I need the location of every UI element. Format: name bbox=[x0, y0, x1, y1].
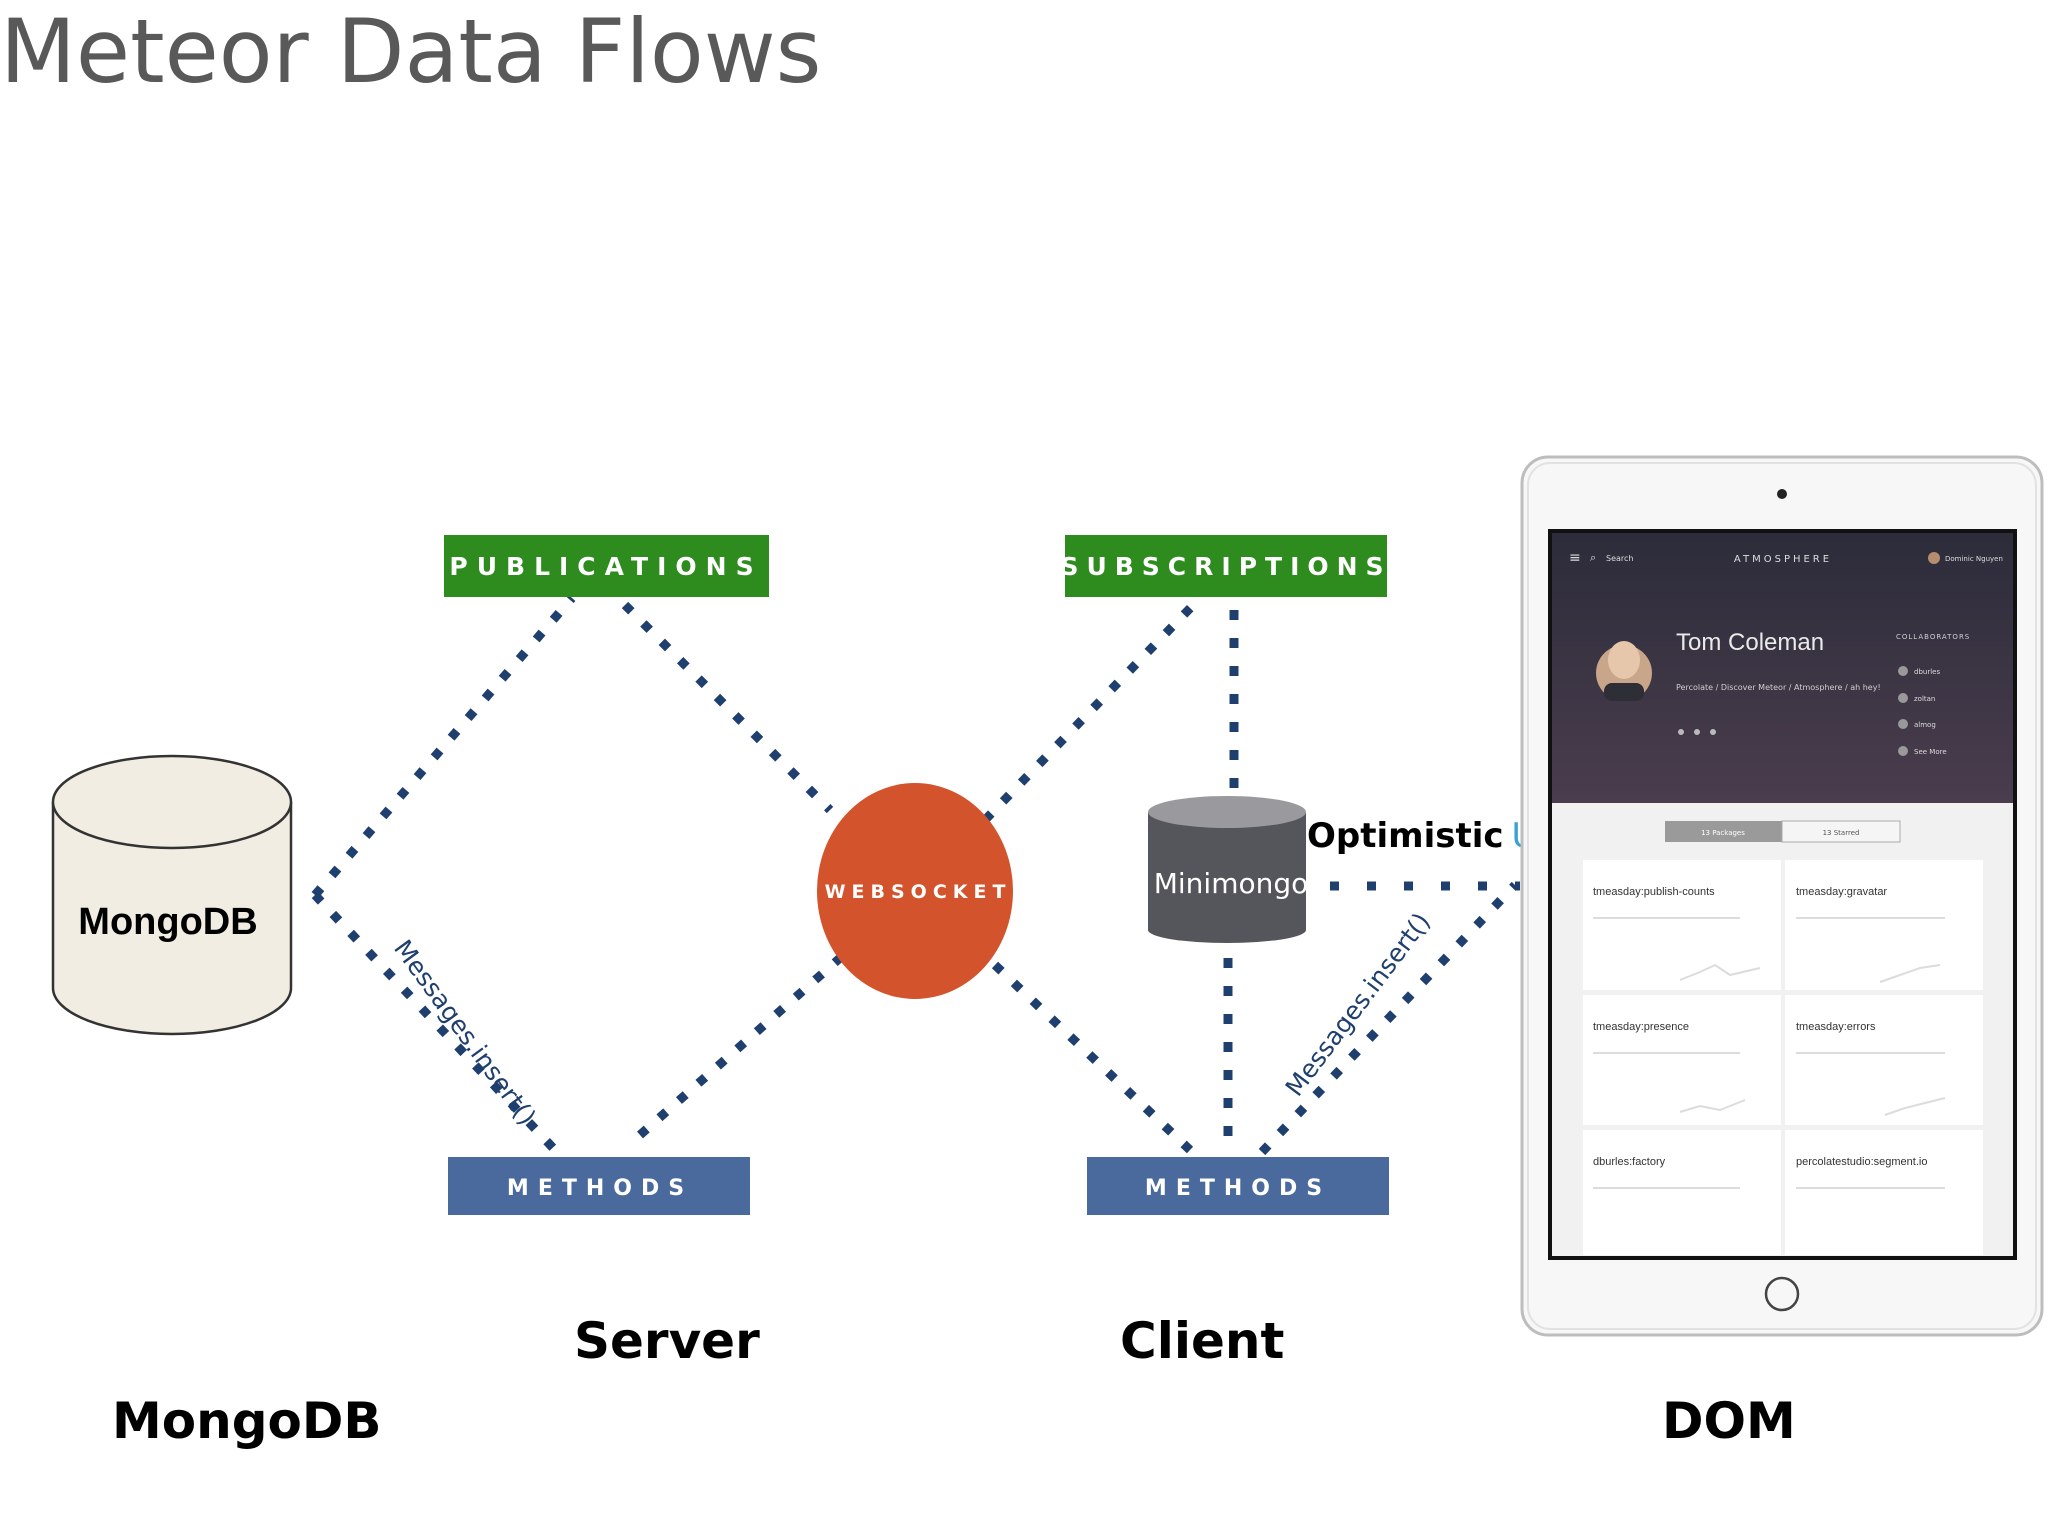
package-name: tmeasday:publish-counts bbox=[1593, 886, 1715, 898]
package-card[interactable] bbox=[1785, 860, 1983, 990]
tab-starred-label: 13 Starred bbox=[1823, 829, 1860, 837]
tab-starred[interactable] bbox=[1781, 820, 1901, 843]
slide-title: Meteor Data Flows bbox=[0, 0, 822, 103]
mongodb-database-icon: MongoDB bbox=[51, 754, 293, 1036]
collaborator-item[interactable]: zoltan bbox=[1914, 695, 1935, 703]
package-card[interactable] bbox=[1785, 1130, 1983, 1255]
tablet-search-icon[interactable]: ⌕ bbox=[1590, 551, 1596, 564]
mongodb-db-label: MongoDB bbox=[78, 901, 257, 943]
server-methods-label: METHODS bbox=[507, 1176, 693, 1201]
collaborator-item[interactable]: See More bbox=[1914, 748, 1947, 756]
client-insert-label: Messages.insert() bbox=[1280, 907, 1436, 1101]
line-methods-websocket bbox=[637, 954, 843, 1139]
profile-name: Tom Coleman bbox=[1676, 629, 1824, 656]
collaborators-heading: COLLABORATORS bbox=[1896, 633, 1970, 641]
collaborator-item[interactable]: dburles bbox=[1914, 668, 1940, 676]
package-grid: tmeasday:publish-counts tmeasday:gravata… bbox=[1583, 860, 1983, 1255]
package-card[interactable] bbox=[1583, 860, 1781, 990]
package-name: percolatestudio:segment.io bbox=[1796, 1156, 1927, 1168]
publications-label: PUBLICATIONS bbox=[449, 552, 762, 581]
subscriptions-label: SUBSCRIPTIONS bbox=[1060, 552, 1391, 581]
collaborator-list: dburles zoltan almog See More bbox=[1898, 666, 1947, 756]
tablet-user-avatar[interactable] bbox=[1928, 552, 1940, 564]
tablet-app-name: ATMOSPHERE bbox=[1734, 554, 1832, 565]
collaborator-item[interactable]: almog bbox=[1914, 721, 1936, 729]
tablet-home-button[interactable] bbox=[1764, 1276, 1800, 1312]
minimongo-label: Minimongo bbox=[1154, 867, 1309, 900]
server-insert-label: Messages.insert() bbox=[388, 934, 542, 1130]
client-methods-box: METHODS bbox=[1087, 1157, 1389, 1215]
tab-packages-label: 13 Packages bbox=[1701, 829, 1745, 837]
profile-description: Percolate / Discover Meteor / Atmosphere… bbox=[1676, 683, 1881, 692]
tablet-user-name[interactable]: Dominic Nguyen bbox=[1945, 555, 2003, 563]
tablet-search-text[interactable]: Search bbox=[1606, 554, 1633, 563]
mongodb-label: MongoDB bbox=[112, 1392, 382, 1450]
tablet-device: ≡ ⌕ Search ATMOSPHERE Dominic Nguyen Tom… bbox=[1520, 455, 2044, 1337]
connection-lines bbox=[311, 582, 1520, 1156]
websocket-node: WEBSOCKET bbox=[817, 783, 1013, 999]
client-methods-label: METHODS bbox=[1145, 1176, 1331, 1201]
package-card[interactable] bbox=[1583, 995, 1781, 1125]
websocket-label: WEBSOCKET bbox=[825, 881, 1012, 903]
package-name: dburles:factory bbox=[1593, 1156, 1666, 1168]
dom-label: DOM bbox=[1662, 1392, 1796, 1450]
subscriptions-box: SUBSCRIPTIONS bbox=[1060, 535, 1391, 597]
tablet-menu-icon[interactable]: ≡ bbox=[1569, 550, 1581, 566]
line-mongodb-methods bbox=[311, 891, 559, 1154]
minimongo-database-icon: Minimongo bbox=[1148, 796, 1308, 943]
client-label: Client bbox=[1120, 1312, 1285, 1370]
package-card[interactable] bbox=[1785, 995, 1983, 1125]
package-name: tmeasday:presence bbox=[1593, 1021, 1689, 1033]
publications-box: PUBLICATIONS bbox=[444, 535, 769, 597]
package-name: tmeasday:errors bbox=[1796, 1021, 1876, 1033]
line-websocket-subscriptions bbox=[981, 594, 1204, 824]
server-label: Server bbox=[574, 1312, 760, 1370]
package-name: tmeasday:gravatar bbox=[1796, 886, 1887, 898]
optimistic-ui-label: OptimisticUI bbox=[1307, 816, 1546, 856]
line-publications-websocket bbox=[621, 601, 834, 814]
line-websocket-client-methods bbox=[991, 961, 1194, 1154]
tablet-camera bbox=[1777, 489, 1787, 499]
server-methods-box: METHODS bbox=[448, 1157, 750, 1215]
line-mongodb-publications bbox=[311, 595, 576, 898]
optimistic-text: Optimistic bbox=[1307, 816, 1504, 856]
package-card[interactable] bbox=[1583, 1130, 1781, 1255]
line-client-methods-dom bbox=[1258, 881, 1519, 1156]
tab-packages[interactable] bbox=[1665, 821, 1782, 842]
